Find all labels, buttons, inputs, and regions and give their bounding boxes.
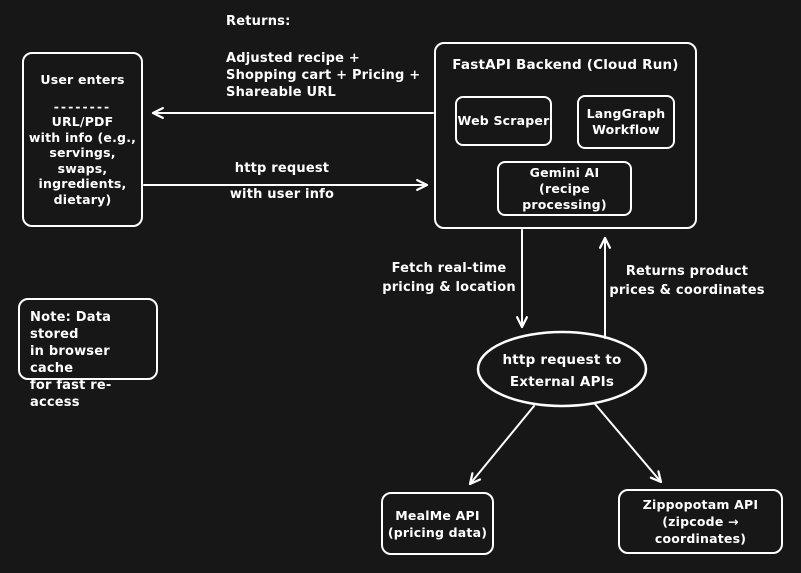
user-box-divider: -------- [53,98,112,114]
user-box-line: ingredients, [38,176,127,191]
user-box-line: with info (e.g., [28,129,137,145]
fastapi-backend-title: FastAPI Backend (Cloud Run) [452,57,679,73]
mealme-label-line: (pricing data) [387,524,488,540]
web-scraper-label: Web Scraper [457,113,550,128]
langgraph-label-line: LangGraph [586,106,666,121]
arrow-external-apis-to-mealme [468,405,535,486]
returns-annotation-title: Returns: [226,14,291,29]
user-box-line: User enters [40,72,125,87]
returns-product-label-line: Returns product [625,264,749,279]
zippopotam-api-box: Zippopotam API (zipcode → coordinates) [618,489,783,554]
langgraph-workflow-box: LangGraph Workflow [577,95,675,149]
returns-annotation-line: Shareable URL [226,85,336,100]
external-apis-label-line: External APIs [509,374,615,390]
mealme-api-box: MealMe API (pricing data) [381,492,494,555]
returns-annotation-line: Adjusted recipe + [226,51,361,66]
browser-cache-note-box: Note: Data stored in browser cache for f… [18,298,158,410]
user-box-line: URL/PDF [51,114,114,129]
external-apis-ellipse [476,330,648,408]
returns-annotation-line: Shopping cart + Pricing + [226,68,421,83]
user-box-line: servings, swaps, [49,145,116,176]
external-apis-label: http request to External APIs [487,349,637,393]
note-line: Note: Data stored [30,310,112,342]
arrow-external-apis-to-zippopotam [594,403,663,484]
note-line: for fast re-access [30,378,112,410]
user-box-line: dietary) [53,191,112,207]
fetch-pricing-label: Fetch real-time pricing & location [374,259,524,297]
fetch-pricing-label-line: Fetch real-time [391,261,507,276]
http-request-sublabel: with user info [229,187,335,202]
zippopotam-label-line: (zipcode → coordinates) [654,514,747,546]
note-line: in browser cache [30,344,110,376]
returns-annotation: Returns: Adjusted recipe + Shopping cart… [226,13,420,101]
http-request-label: http request [234,161,330,176]
web-scraper-box: Web Scraper [455,96,552,146]
zippopotam-label-line: Zippopotam API [642,497,759,512]
fastapi-backend-box: FastAPI Backend (Cloud Run) Web Scraper … [434,42,697,229]
gemini-label-line: (recipe processing) [522,180,607,212]
gemini-ai-box: Gemini AI (recipe processing) [497,161,632,216]
mealme-label-line: MealMe API [395,507,480,523]
fetch-pricing-label-line: pricing & location [382,280,516,295]
returns-product-label-line: prices & coordinates [609,283,765,298]
returns-product-label: Returns product prices & coordinates [607,262,767,300]
langgraph-label-line: Workflow [592,122,660,137]
user-input-box: User enters -------- URL/PDF with info (… [22,52,143,227]
external-apis-label-line: http request to [502,352,622,368]
gemini-label-line: Gemini AI [529,164,600,180]
